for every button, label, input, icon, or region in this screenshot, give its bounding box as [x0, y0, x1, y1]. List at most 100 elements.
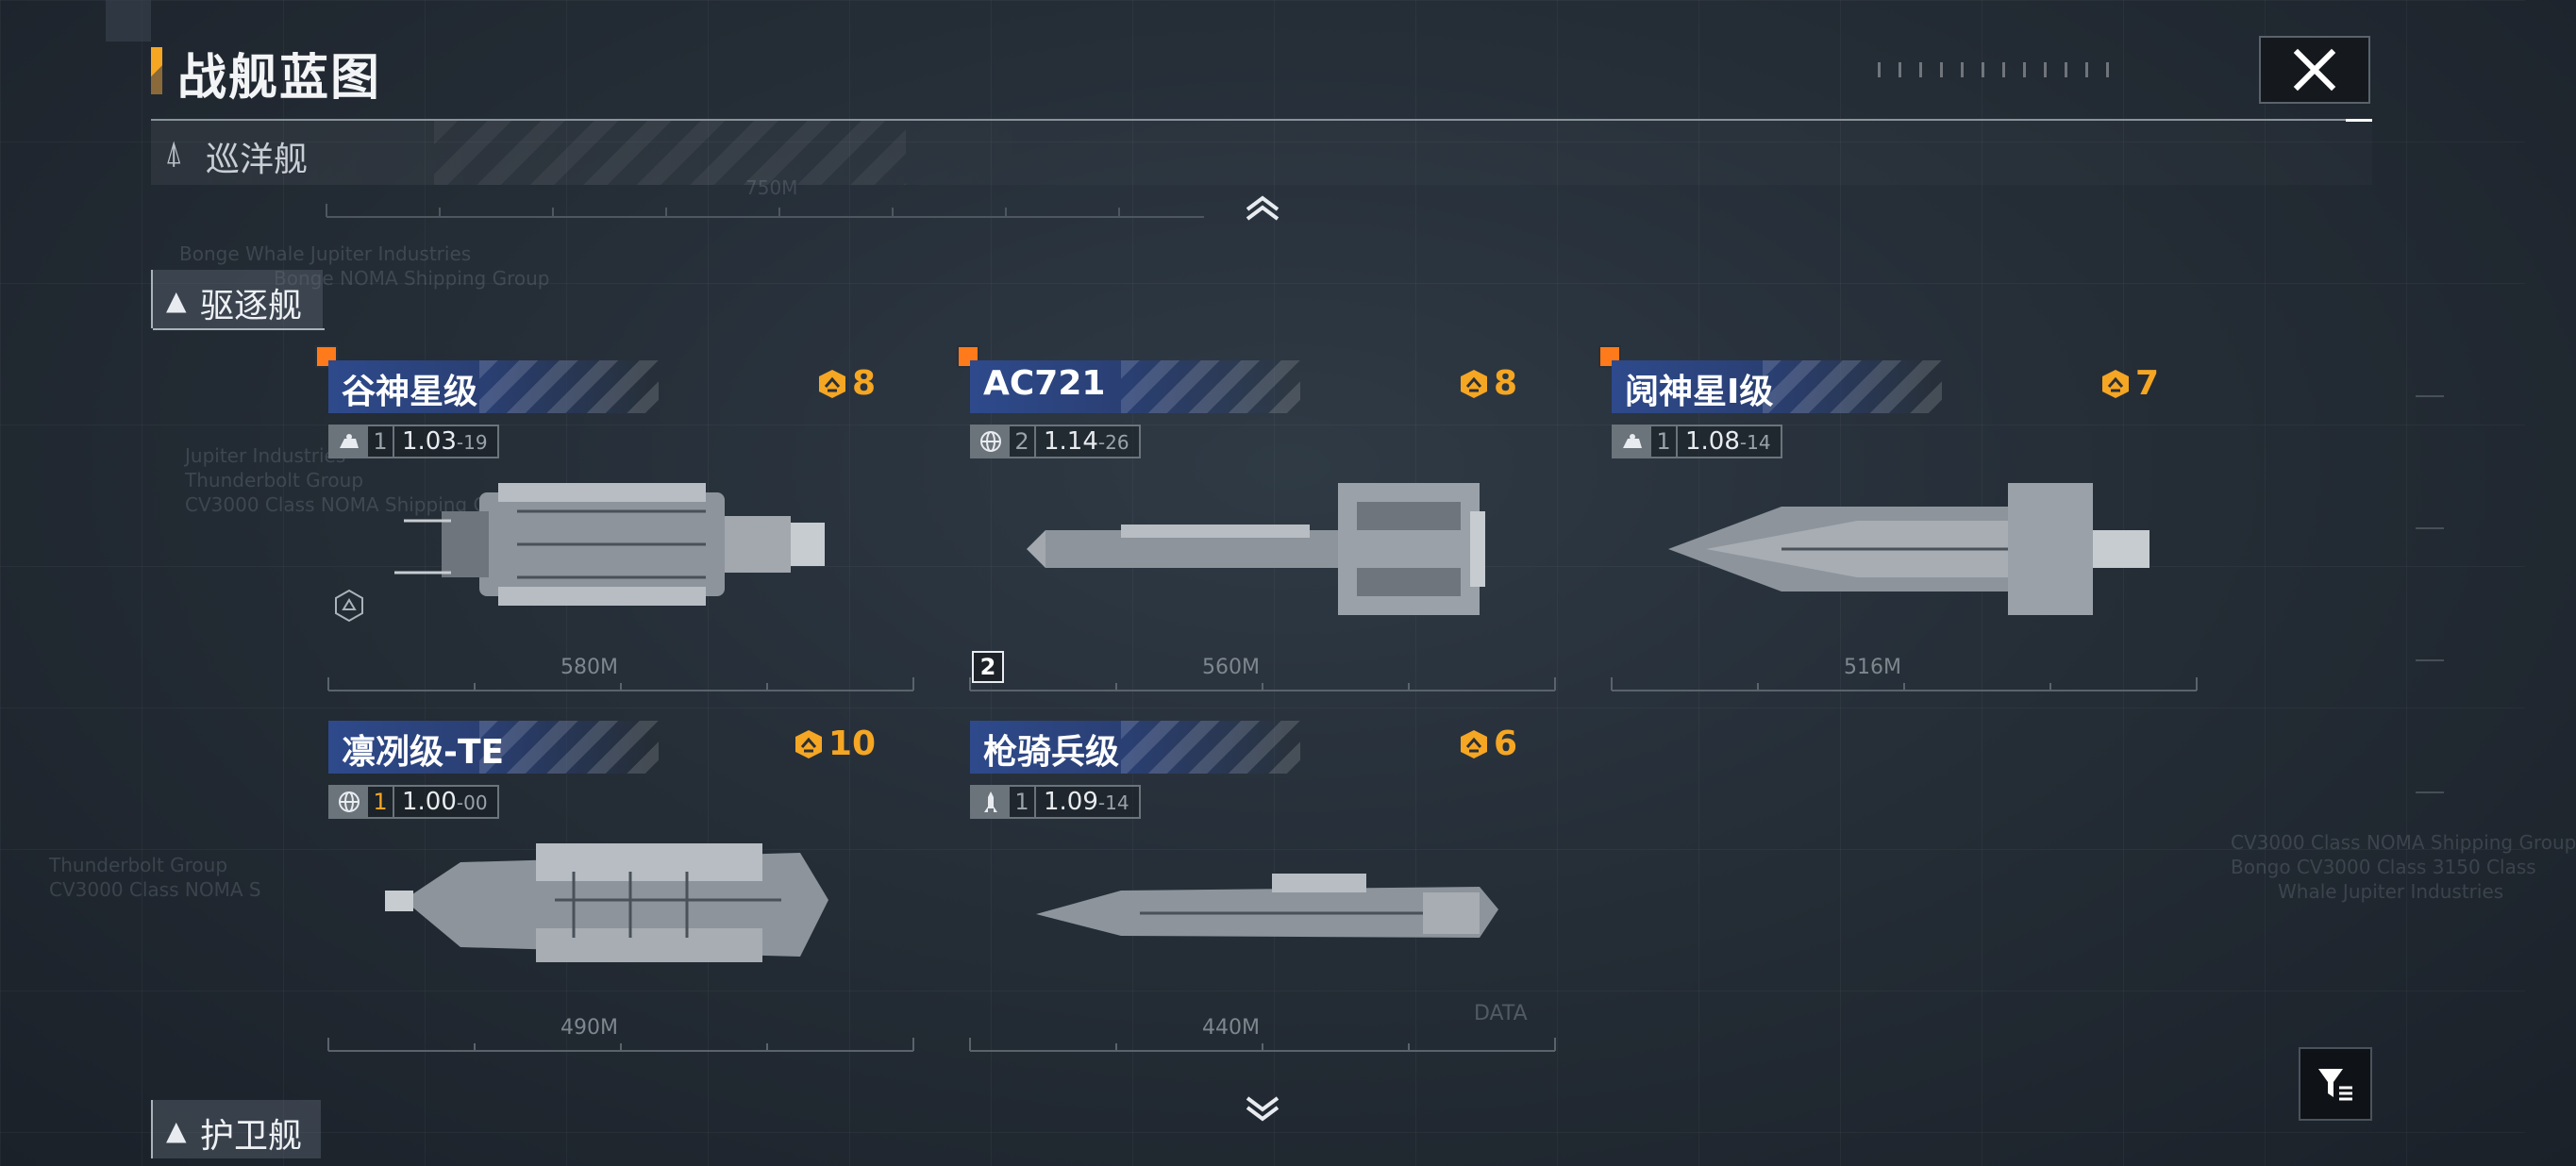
ship-card-ac721[interactable]: AC721 8 2 1.14-26 2 560M [959, 347, 1556, 692]
carrier-icon [330, 426, 368, 457]
ship-model-eris [1668, 483, 2149, 615]
ship-version: 1.03-19 [402, 427, 488, 456]
bg-text: Bonge Whale Jupiter Industries Bonge NOM… [179, 242, 550, 290]
ship-model-frost-te [385, 843, 828, 962]
header-divider [151, 119, 2372, 121]
filter-button[interactable] [2299, 1047, 2372, 1121]
top-ruler [326, 204, 1204, 218]
cost-value: 8 [851, 364, 876, 403]
name-bar-stripes [479, 360, 659, 413]
ship-stats: 1 1.08-14 [1612, 425, 1782, 458]
close-button[interactable] [2259, 36, 2370, 104]
ship-name: 阋神星I级 [1625, 373, 1774, 411]
section-underline [153, 328, 325, 330]
name-bar [1612, 360, 1942, 413]
name-bar [970, 721, 1300, 774]
command-point-icon [795, 729, 822, 758]
section-label: 驱逐舰 [200, 287, 303, 325]
name-bar-stripes [1121, 360, 1300, 413]
ship-name: 谷神星级 [342, 373, 478, 411]
ship-model-lancer [1036, 874, 1498, 938]
corner-decoration [106, 0, 151, 42]
page-title: 战舰蓝图 [177, 50, 382, 107]
category-bar[interactable]: ⍋ 巡洋舰 [151, 121, 2372, 185]
section-tab-destroyer[interactable]: ▲ 驱逐舰 [151, 270, 325, 330]
ship-card-frost-te[interactable]: 凛冽级-TE 10 1 1.00-00 490M [327, 721, 914, 1053]
cost-value: 8 [1493, 364, 1517, 403]
section-label: 护卫舰 [200, 1117, 303, 1156]
command-point-icon [1460, 369, 1487, 398]
bg-text: Jupiter Industries Thunderbolt Group CV3… [185, 444, 531, 516]
command-point-icon [818, 369, 845, 398]
title-accent [151, 47, 162, 94]
data-tag: DATA [1474, 1002, 1528, 1025]
ship-version: 1.08-14 [1685, 427, 1771, 456]
triangle-icon: ▲ [166, 1115, 187, 1146]
ship-length: 560M [1202, 656, 1260, 679]
ship-stats: 2 1.14-26 [970, 425, 1141, 458]
ship-name: 凛冽级-TE [342, 733, 505, 772]
ship-model-ceres [394, 483, 825, 606]
header-divider-end [2346, 119, 2372, 122]
filter-icon [2318, 1069, 2352, 1101]
ship-level: 2 [1010, 426, 1036, 457]
category-stripes [434, 121, 906, 185]
triangle-icon: ▲ [166, 285, 187, 316]
ship-cost: 7 [2099, 364, 2159, 403]
command-point-icon [2101, 369, 2129, 398]
close-icon [2293, 48, 2336, 92]
length-ruler [327, 1038, 914, 1052]
ship-version: 1.14-26 [1044, 427, 1129, 456]
ship-cost: 6 [1458, 725, 1517, 763]
ship-name: 枪骑兵级 [983, 733, 1120, 772]
ship-model-ac721 [1027, 483, 1485, 615]
cost-value: 7 [2134, 364, 2159, 403]
ship-cost: 8 [1458, 364, 1517, 403]
name-bar-stripes [1763, 360, 1942, 413]
carrier-icon [1614, 426, 1651, 457]
length-ruler [969, 677, 1556, 691]
cost-value: 6 [1493, 725, 1517, 763]
name-bar-stripes [479, 721, 659, 774]
ship-card-eris[interactable]: 阋神星I级 7 1 1.08-14 516M [1600, 347, 2198, 692]
ship-card-ceres[interactable]: 谷神星级 8 1 1.03-19 580M [317, 347, 914, 692]
ship-level: 1 [1651, 426, 1678, 457]
ship-length: 490M [560, 1016, 618, 1040]
ship-cost: 10 [793, 725, 876, 763]
top-ruler-label: 750M [745, 176, 798, 199]
name-bar-stripes [1121, 721, 1300, 774]
globe-icon [330, 787, 368, 817]
section-tab-frigate[interactable]: ▲ 护卫舰 [151, 1100, 321, 1158]
ship-level: 1 [368, 787, 394, 817]
ship-level: 1 [1010, 787, 1036, 817]
chevron-down-icon [1246, 1096, 1280, 1122]
missile-icon [972, 787, 1010, 817]
hexagon-tag-icon [335, 589, 363, 623]
scroll-up-button[interactable] [1242, 192, 1283, 221]
ship-stats: 1 1.09-14 [970, 785, 1141, 819]
header-ticks [1878, 62, 2123, 77]
bg-text: CV3000 Class NOMA Shipping Group Bongo C… [2231, 831, 2576, 903]
ship-stats: 1 1.00-00 [328, 785, 499, 819]
ship-version: 1.09-14 [1044, 788, 1129, 816]
name-bar [970, 360, 1300, 413]
ship-length: 516M [1844, 656, 1901, 679]
chevron-up-icon [1246, 195, 1280, 221]
cruiser-icon: ⍋ [164, 134, 184, 172]
side-ticks [2416, 395, 2444, 793]
ship-card-lancer[interactable]: 枪骑兵级 6 1 1.09-14 440M DATA [969, 721, 1556, 1053]
count-badge: 2 [972, 651, 1004, 683]
ship-cost: 8 [816, 364, 876, 403]
ship-level: 1 [368, 426, 394, 457]
ship-length: 580M [560, 656, 618, 679]
scroll-down-button[interactable] [1242, 1094, 1283, 1123]
globe-icon [972, 426, 1010, 457]
command-point-icon [1460, 729, 1487, 758]
cost-value: 10 [828, 725, 876, 763]
category-label: 巡洋舰 [206, 141, 309, 179]
name-bar [328, 360, 659, 413]
length-ruler [1611, 677, 2198, 691]
length-ruler [327, 677, 914, 691]
length-ruler [969, 1038, 1556, 1052]
